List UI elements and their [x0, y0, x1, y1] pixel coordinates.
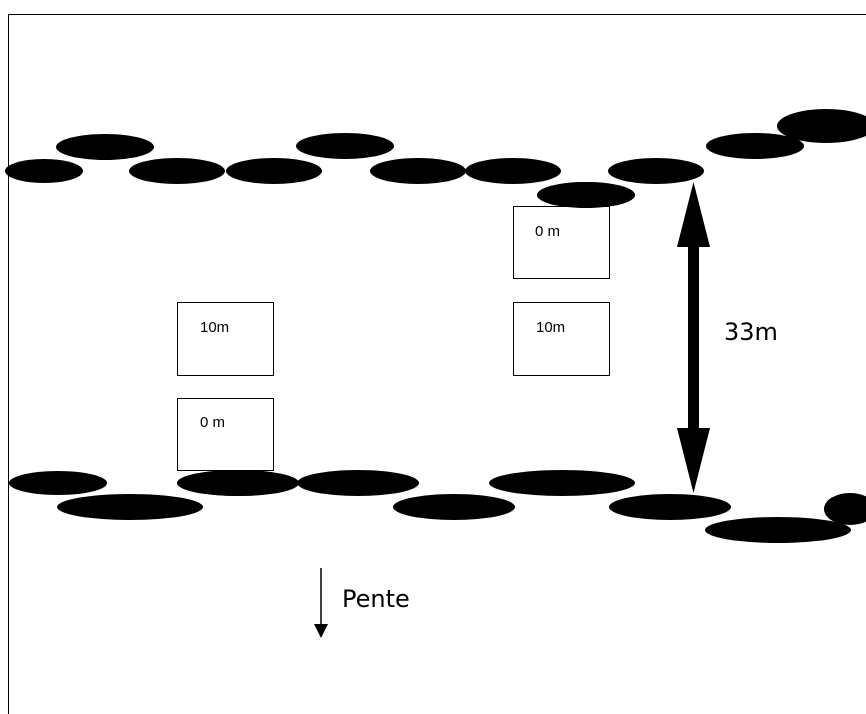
quadrat-right-upper: 0 m — [513, 206, 610, 279]
stone — [226, 158, 322, 184]
slope-arrow — [314, 568, 328, 638]
bottom-stone-row — [9, 470, 866, 543]
stone — [824, 493, 866, 525]
quadrat-left-upper: 10m — [177, 302, 274, 376]
stone — [465, 158, 561, 184]
top-stone-row — [5, 109, 866, 208]
quadrat-label: 10m — [536, 319, 566, 336]
stone — [296, 133, 394, 159]
stone — [393, 494, 515, 520]
stone — [705, 517, 851, 543]
quadrat-label: 10m — [200, 319, 230, 336]
quadrat-label: 0 m — [535, 223, 561, 240]
quadrat-left-lower: 0 m — [177, 398, 274, 471]
quadrat-right-lower: 10m — [513, 302, 610, 376]
stone — [5, 159, 83, 183]
stone — [777, 109, 866, 143]
stone — [608, 158, 704, 184]
stone — [177, 470, 299, 496]
stone — [297, 470, 419, 496]
stone — [537, 182, 635, 208]
distance-double-arrow — [677, 182, 710, 493]
stone — [9, 471, 107, 495]
diagram-frame — [8, 14, 866, 714]
stone — [370, 158, 466, 184]
stone — [489, 470, 635, 496]
quadrat-label: 0 m — [200, 414, 226, 431]
stone — [56, 134, 154, 160]
stone — [129, 158, 225, 184]
stone — [706, 133, 804, 159]
slope-label: Pente — [342, 585, 410, 613]
distance-label: 33m — [724, 318, 778, 346]
stone — [57, 494, 203, 520]
stone — [609, 494, 731, 520]
